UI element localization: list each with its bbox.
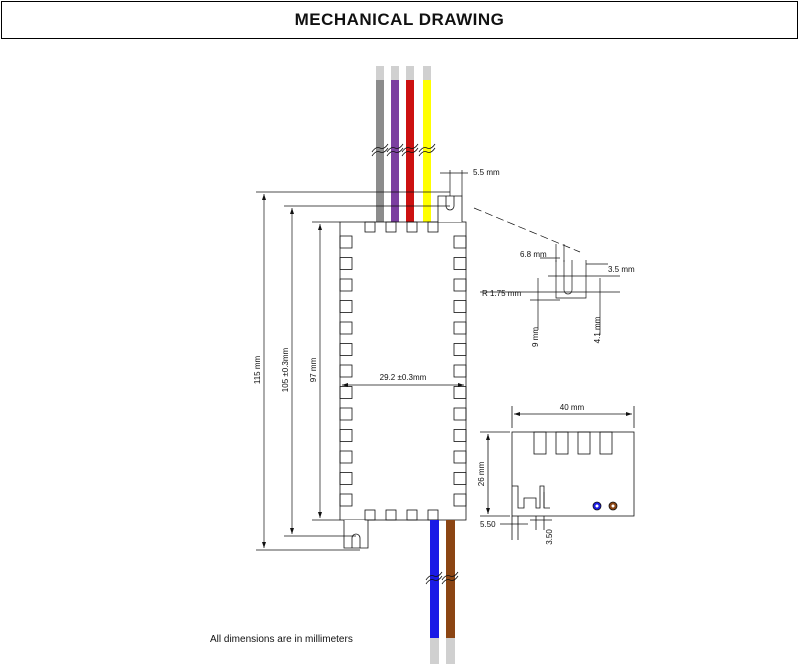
- top-wires: [371, 66, 436, 222]
- dim-tab-offset: 5.5 mm: [473, 168, 500, 177]
- dim-body-length: 97 mm: [309, 357, 318, 382]
- side-notch-left: [339, 257, 353, 270]
- top-mounting-tab: [437, 195, 463, 222]
- wire-yellow: [423, 80, 431, 222]
- side-notch-right: [453, 364, 467, 378]
- dim-radius: R 1.75 mm: [482, 289, 521, 298]
- wire-red: [406, 80, 414, 222]
- wire-brown-end: [446, 638, 455, 664]
- side-notch-left: [339, 343, 353, 356]
- dim-slot-offset: 6.8 mm: [520, 250, 547, 259]
- dim-mounting-distance: 105 ±0.3mm: [281, 347, 290, 392]
- page-title: MECHANICAL DRAWING: [294, 10, 505, 29]
- side-pins: [512, 485, 550, 509]
- units-footnote: All dimensions are in millimeters: [210, 634, 353, 645]
- wire-purple: [391, 80, 399, 222]
- side-notch-right: [453, 278, 467, 292]
- side-notch-left: [339, 493, 353, 507]
- bottom-wires: [425, 520, 459, 664]
- side-notch-left: [339, 472, 353, 485]
- dim-side-height: 26 mm: [477, 461, 486, 486]
- side-notch-left: [339, 278, 353, 292]
- bottom-slot: [351, 533, 361, 548]
- side-notch-left: [339, 364, 353, 378]
- dim-pin-offset: 3.50: [545, 529, 554, 545]
- wire-blue-end: [430, 638, 439, 664]
- top-view: [339, 195, 467, 549]
- dim-side-width: 40 mm: [560, 403, 585, 412]
- wire-yellow-end: [423, 66, 431, 80]
- wire-purple-end: [391, 66, 399, 80]
- side-notch-left: [339, 235, 353, 249]
- side-notch-right: [453, 450, 467, 464]
- detail-tab: [555, 260, 587, 299]
- side-notch-right: [453, 321, 467, 335]
- side-notch-left: [339, 429, 353, 442]
- wire-blue: [430, 520, 439, 638]
- wire-brown: [446, 520, 455, 638]
- side-notch-right: [453, 493, 467, 507]
- dim-slot-width: 3.5 mm: [608, 265, 635, 274]
- side-notch-right: [453, 257, 467, 270]
- side-notch-left: [339, 450, 353, 464]
- side-notch-right: [453, 343, 467, 356]
- dim-base-offset: 5.50: [480, 520, 496, 529]
- side-notch-left: [339, 386, 353, 399]
- dim-slot-depth: 4.1 mm: [593, 316, 602, 343]
- detail-view: [480, 244, 620, 335]
- wire-grey-end: [376, 66, 384, 80]
- dim-width: 29.2 ±0.3mm: [380, 373, 427, 382]
- dim-tab-height: 9 mm: [531, 327, 540, 347]
- wire-break-marks: [371, 143, 436, 157]
- side-notch-right: [453, 235, 467, 249]
- side-notch-right: [453, 300, 467, 313]
- side-view: [480, 406, 635, 540]
- side-notch-right: [453, 386, 467, 399]
- dim-overall-length: 115 mm: [253, 356, 262, 385]
- title-bar: MECHANICAL DRAWING: [1, 1, 798, 39]
- side-notch-left: [339, 321, 353, 335]
- side-notch-left: [339, 407, 353, 421]
- side-notch-right: [453, 429, 467, 442]
- detail-slot: [563, 260, 573, 295]
- wire-red-end: [406, 66, 414, 80]
- module-body: [339, 221, 467, 521]
- wire-grey: [376, 80, 384, 222]
- side-notch-right: [453, 407, 467, 421]
- top-view-dimensions: [256, 170, 581, 551]
- side-notch-right: [453, 472, 467, 485]
- side-notch-left: [339, 300, 353, 313]
